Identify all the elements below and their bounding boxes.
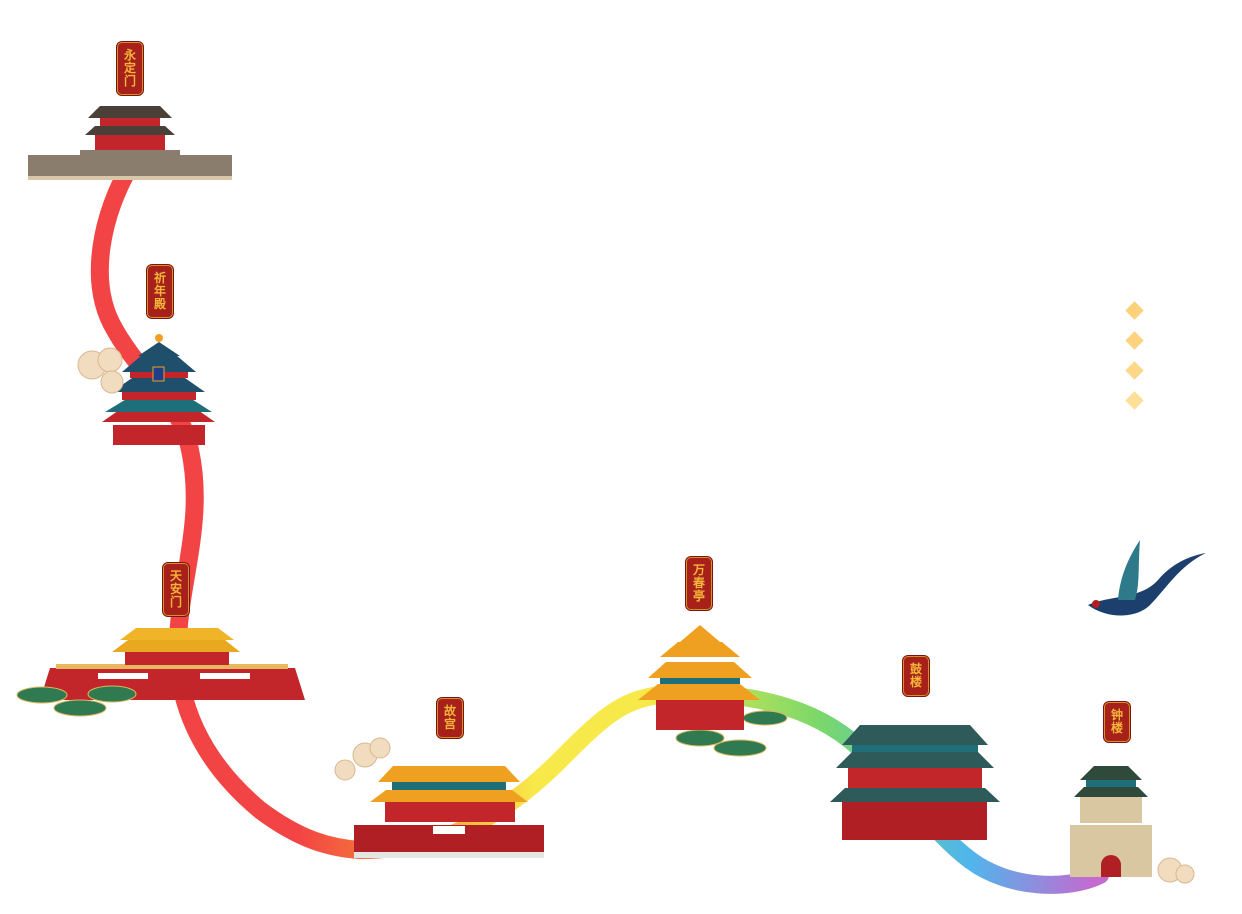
label-tiananmen: 天安门 <box>163 563 189 616</box>
gugong-building <box>354 766 544 858</box>
label-yongdingmen: 永定门 <box>117 42 143 95</box>
label-gulou: 鼓楼 <box>903 656 929 696</box>
swallow-bird <box>1088 540 1206 616</box>
zhonglou-building <box>1070 766 1152 877</box>
wanchunting-building <box>638 625 760 730</box>
label-zhonglou: 钟楼 <box>1104 702 1130 742</box>
yongdingmen-building <box>28 106 232 180</box>
pine-decoration <box>16 685 788 757</box>
gulou-building <box>830 725 1000 840</box>
cloud-decoration <box>77 347 1195 884</box>
label-qiniandian: 祈年殿 <box>147 265 173 318</box>
label-gugong: 故宫 <box>437 698 463 738</box>
qiniandian-building <box>102 334 215 445</box>
tiananmen-building <box>40 628 305 700</box>
label-wanchunting: 万春亭 <box>686 557 712 610</box>
